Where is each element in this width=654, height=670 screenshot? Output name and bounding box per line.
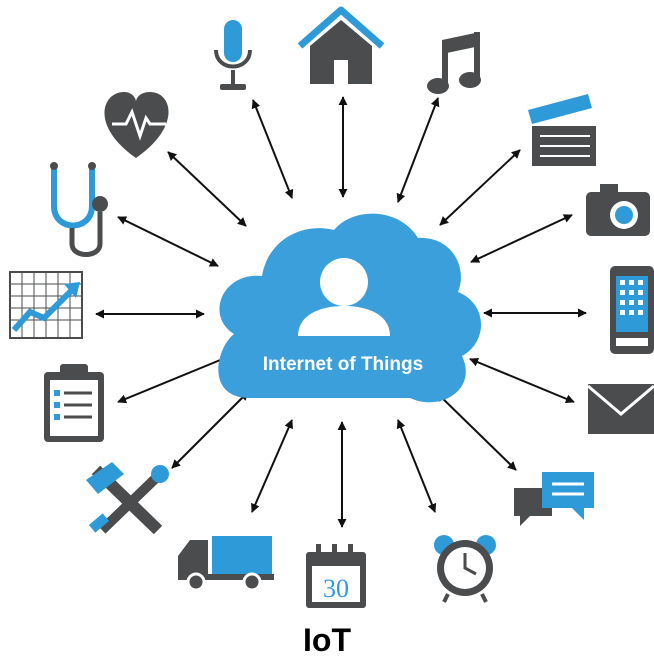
caption: IoT [303,622,351,658]
arrow-music [396,97,440,203]
arrow-alarm [396,419,437,513]
arrow-camera [470,214,573,263]
arrow-stethoscope [117,216,219,267]
home-icon [297,6,385,84]
arrow-envelope [469,357,575,404]
arrow-truck [251,419,293,513]
growth-chart-icon [9,271,83,339]
tablet-icon [610,266,654,354]
iot-diagram: Internet of Things [9,6,654,608]
delivery-truck-icon [178,536,274,592]
tools-icon [86,462,169,535]
clipboard-icon [44,364,104,442]
arrow-chat [436,392,517,471]
iot-cloud: Internet of Things [218,213,482,403]
connector-arrows [95,96,587,528]
music-note-icon [427,32,481,94]
microphone-icon [214,20,252,90]
arrow-heart [167,151,247,227]
calendar-day: 30 [323,574,349,603]
clapperboard-icon [528,94,596,166]
camera-icon [586,184,650,236]
arrow-tools [171,391,249,469]
calendar-icon: 30 [306,544,366,608]
arrow-clapperboard [439,149,521,226]
alarm-clock-icon [434,535,496,603]
stethoscope-icon [50,162,108,257]
envelope-icon [587,384,654,434]
arrow-clipboard [117,354,231,404]
cloud-label: Internet of Things [263,354,423,375]
heart-rate-icon [104,92,169,158]
chat-bubbles-icon [514,472,594,526]
arrow-microphone [251,99,294,199]
user-icon [298,258,390,336]
